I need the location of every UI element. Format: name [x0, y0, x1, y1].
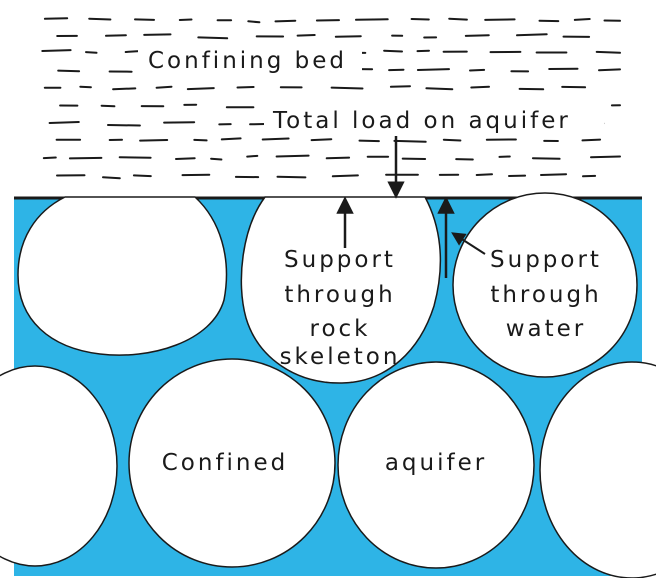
- bed-dash: [485, 19, 514, 20]
- bed-dash: [426, 88, 452, 89]
- confining-bed-label: Confining bed: [148, 48, 347, 74]
- bed-dash: [140, 140, 167, 141]
- support-water-line-1: Support: [490, 247, 602, 273]
- bed-dash: [477, 174, 492, 175]
- bed-dash: [298, 35, 315, 36]
- bed-dash: [418, 69, 449, 70]
- bed-dash: [333, 175, 358, 176]
- bed-dash: [591, 157, 620, 158]
- bed-dash: [120, 157, 151, 158]
- bed-dash: [360, 141, 379, 142]
- grain-upper-left: [18, 197, 226, 355]
- bed-dash: [248, 21, 259, 22]
- support-rock-line-1: Support: [284, 247, 396, 273]
- support-rock-line-3: rock: [310, 316, 371, 342]
- bed-dash: [356, 19, 388, 20]
- bed-dash: [394, 141, 425, 142]
- bed-dash: [597, 52, 620, 53]
- bed-dash: [470, 70, 484, 71]
- bed-dash: [108, 125, 140, 126]
- bed-dash: [180, 20, 192, 21]
- bed-dash: [575, 19, 590, 20]
- support-rock-line-2: through: [284, 282, 395, 308]
- bed-dash: [336, 36, 361, 37]
- bed-dash: [278, 177, 306, 178]
- bed-dash: [194, 140, 206, 141]
- bed-dash: [276, 21, 296, 22]
- bed-dash: [263, 139, 289, 140]
- bed-dash: [471, 87, 489, 88]
- bed-dash: [327, 158, 349, 159]
- bed-dash: [444, 140, 461, 141]
- bed-dash: [86, 52, 97, 53]
- bed-dash: [384, 51, 402, 52]
- bed-dash: [277, 156, 309, 157]
- bed-dash: [126, 51, 139, 52]
- bed-dash: [517, 34, 547, 35]
- bed-dash: [312, 139, 332, 140]
- bed-dash: [144, 34, 170, 35]
- confined-label: Confined: [162, 450, 289, 476]
- bed-dash: [412, 19, 429, 20]
- support-water-line-2: through: [490, 282, 601, 308]
- bed-dash: [80, 87, 91, 88]
- bed-dash: [198, 37, 227, 38]
- bed-dash: [44, 158, 56, 159]
- bed-dash: [176, 158, 195, 159]
- bed-dash: [42, 50, 70, 51]
- bed-dash: [89, 19, 110, 20]
- aquifer-label: aquifer: [385, 450, 487, 476]
- bed-dash: [211, 159, 221, 160]
- bed-dash: [134, 175, 151, 176]
- bed-dash: [45, 18, 67, 19]
- bed-dash: [222, 138, 241, 139]
- bed-dash: [58, 71, 79, 72]
- bed-dash: [541, 174, 566, 175]
- bed-dash: [391, 86, 410, 87]
- bed-dash: [106, 35, 126, 36]
- bed-dash: [466, 35, 489, 36]
- bed-dash: [188, 88, 214, 89]
- bed-dash: [238, 87, 254, 88]
- bed-dash: [70, 158, 102, 159]
- bed-dash: [332, 88, 363, 89]
- bed-dash: [599, 69, 620, 70]
- support-water-line-3: water: [506, 316, 587, 342]
- bed-dash: [583, 140, 601, 141]
- bed-dash: [533, 158, 560, 159]
- bed-dash: [157, 87, 172, 88]
- bed-dash: [247, 156, 257, 157]
- bed-dash: [449, 19, 467, 20]
- bed-dash: [103, 177, 120, 178]
- bed-dash: [113, 88, 135, 89]
- support-rock-line-4: skeleton: [280, 344, 401, 370]
- bed-dash: [50, 122, 79, 123]
- bed-dash: [135, 19, 154, 20]
- total-load-label: Total load on aquifer: [272, 108, 571, 134]
- bed-dash: [102, 106, 115, 107]
